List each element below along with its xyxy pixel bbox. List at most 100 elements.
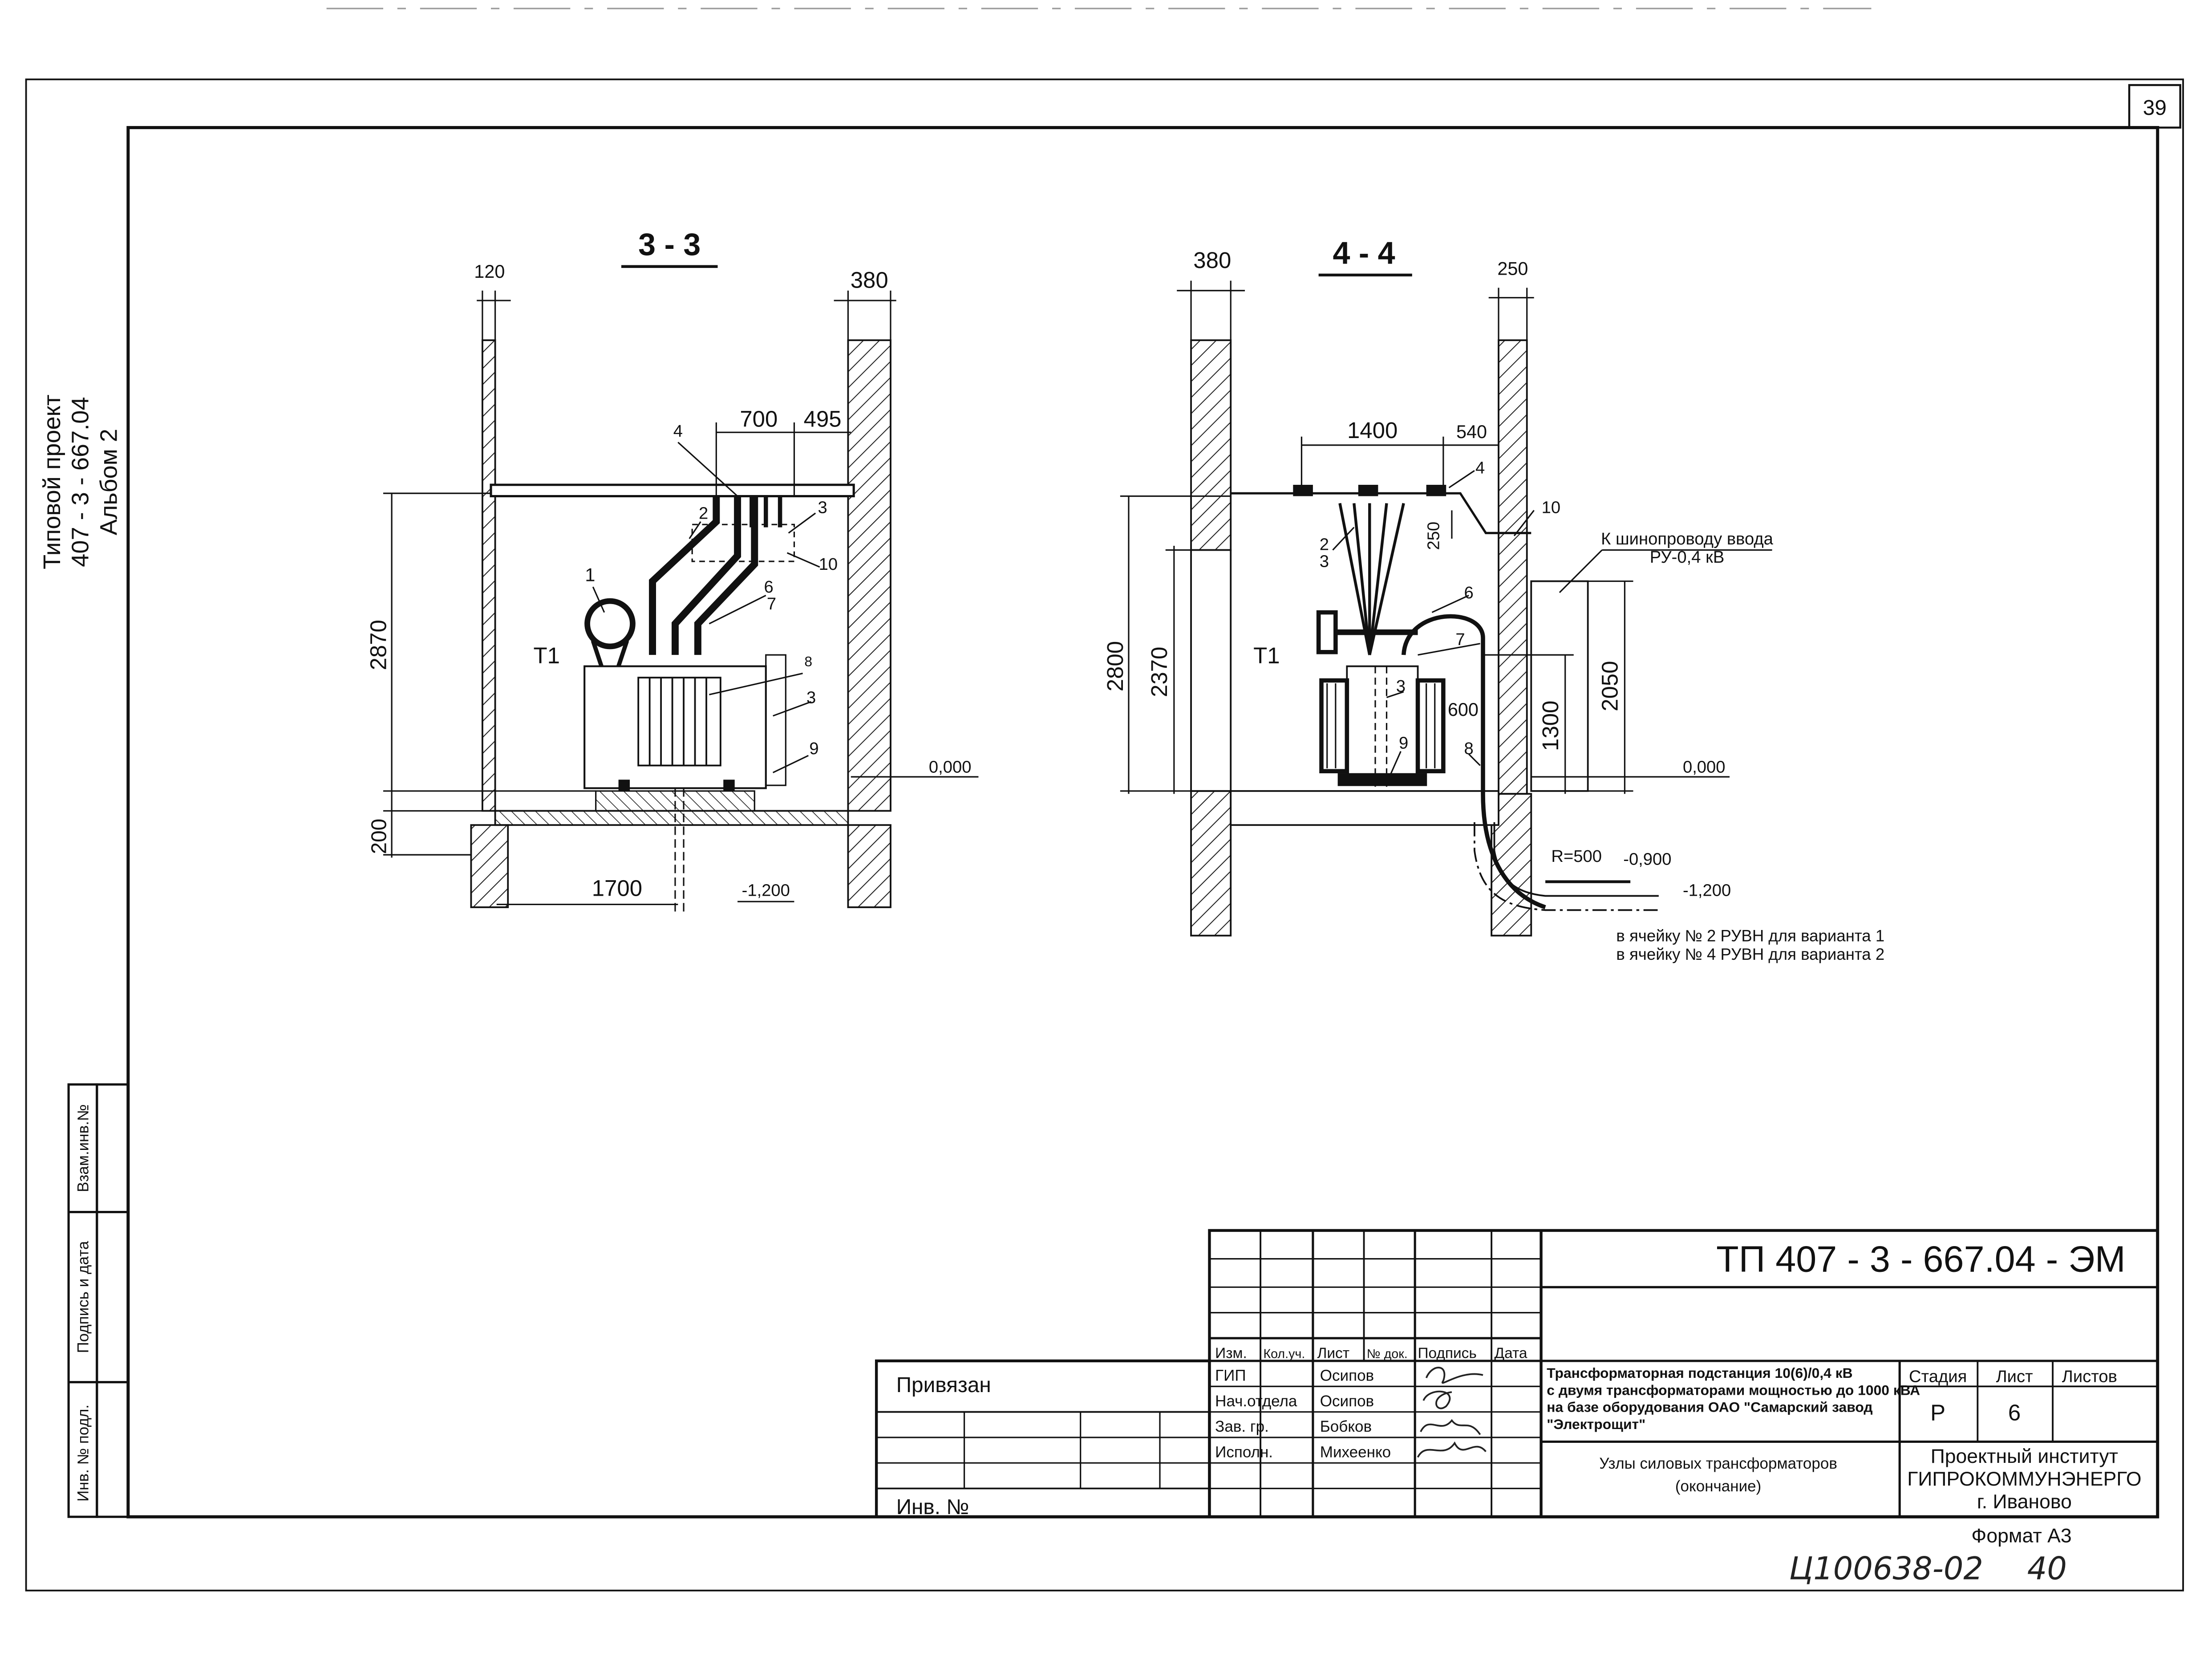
side-col-vzam: Взам.инв.№ <box>75 1104 92 1192</box>
level-minus0900: -0,900 <box>1623 849 1671 869</box>
callout-4: 4 <box>1475 459 1485 478</box>
callout-4: 4 <box>673 422 683 441</box>
signatures <box>1417 1367 1487 1458</box>
side-stamp-line3: Альбом 2 <box>95 429 122 535</box>
transformer-4-4 <box>1316 610 1546 910</box>
stage-label: Стадия <box>1909 1367 1967 1386</box>
sheet-frame <box>25 78 2184 1592</box>
org-line2: ГИПРОКОММУНЭНЕРГО <box>1907 1468 2141 1490</box>
floor-slab <box>494 810 849 826</box>
sheet-title-line2: (окончание) <box>1675 1478 1761 1495</box>
left-wall-opening <box>1190 549 1232 792</box>
dim-380: 380 <box>1193 248 1231 273</box>
callout-3b: 3 <box>1396 677 1406 696</box>
page-number: 39 <box>2143 96 2167 120</box>
dim-250: 250 <box>1424 522 1443 550</box>
callout-2: 2 <box>699 504 708 523</box>
dim-2050: 2050 <box>1597 661 1623 711</box>
listov-label: Листов <box>2062 1367 2117 1386</box>
row4-name: Михеенко <box>1320 1443 1391 1461</box>
side-stamp: Типовой проект 407 - 3 - 667.04 Альбом 2 <box>39 394 122 569</box>
dim-380: 380 <box>851 267 888 292</box>
dim-1400: 1400 <box>1347 418 1398 443</box>
privyazan-label: Привязан <box>896 1373 991 1397</box>
hdr-podpis: Подпись <box>1418 1345 1477 1362</box>
section-4-4: 4 - 4 <box>1102 236 1884 963</box>
inv-no-label: Инв. № <box>896 1495 969 1519</box>
bus-note-line1: К шинопроводу ввода <box>1601 529 1774 548</box>
cell-note-line1: в ячейку № 2 РУВН для варианта 1 <box>1616 926 1884 945</box>
row3-name: Бобков <box>1320 1418 1372 1435</box>
section-4-4-title: 4 - 4 <box>1333 236 1395 270</box>
side-col-podpis: Подпись и дата <box>75 1241 92 1353</box>
callout-10: 10 <box>819 555 838 574</box>
dim-250-top: 250 <box>1497 259 1528 279</box>
hdr-koluch: Кол.уч. <box>1263 1347 1305 1361</box>
project-title-line4: "Электрощит" <box>1547 1416 1645 1432</box>
left-wall <box>482 339 496 812</box>
callout-7: 7 <box>1455 630 1465 649</box>
project-title-line2: с двумя трансформаторами мощностью до 10… <box>1547 1382 1920 1398</box>
section-3-3-title: 3 - 3 <box>638 227 701 262</box>
row3-role: Зав. гр. <box>1215 1418 1269 1435</box>
dim-2800: 2800 <box>1102 641 1128 691</box>
label-t1: T1 <box>534 643 560 668</box>
left-foundation <box>470 824 509 908</box>
callout-9: 9 <box>809 739 818 758</box>
bus-note-line2: РУ-0,4 кВ <box>1650 548 1725 567</box>
ceiling-beam <box>490 483 855 498</box>
dim-1300: 1300 <box>1538 701 1563 751</box>
hdr-data: Дата <box>1494 1345 1527 1362</box>
hdr-izm: Изм. <box>1215 1345 1247 1362</box>
handwritten-number: Ц100638-02 <box>1789 1550 1983 1587</box>
dim-120: 120 <box>474 261 505 282</box>
level-minus1200: -1,200 <box>742 881 790 900</box>
row1-name: Осипов <box>1320 1367 1374 1384</box>
level-minus1200: -1,200 <box>1683 881 1731 900</box>
row1-role: ГИП <box>1215 1367 1246 1384</box>
callout-3a: 3 <box>1320 552 1329 571</box>
callout-8: 8 <box>1464 739 1474 758</box>
side-stamp-line2: 407 - 3 - 667.04 <box>67 397 94 567</box>
org-line1: Проектный институт <box>1931 1446 2118 1467</box>
right-wall <box>1498 339 1528 795</box>
transformer-tank <box>583 665 767 789</box>
format-label: Формат А3 <box>1971 1525 2071 1547</box>
busbars-3-3 <box>735 496 782 528</box>
feet <box>618 780 735 791</box>
project-title-line1: Трансформаторная подстанция 10(6)/0,4 кВ <box>1547 1365 1852 1381</box>
side-col-inv: Инв. № подл. <box>75 1405 92 1502</box>
dim-540: 540 <box>1456 422 1487 442</box>
dim-700: 700 <box>740 406 778 431</box>
cable-fan <box>1338 503 1405 655</box>
dim-200: 200 <box>367 819 391 854</box>
callout-6: 6 <box>764 577 774 597</box>
side-stamp-line1: Типовой проект <box>39 394 65 569</box>
sheet-title-line1: Узлы силовых трансформаторов <box>1599 1455 1837 1472</box>
callout-2: 2 <box>1320 535 1329 554</box>
callout-8: 8 <box>804 654 812 670</box>
dim-1700: 1700 <box>592 875 642 901</box>
dim-2370: 2370 <box>1147 647 1172 697</box>
list-label: Лист <box>1996 1367 2033 1386</box>
side-columns <box>67 1083 130 1518</box>
bus-duct-box <box>1530 580 1589 792</box>
label-t1: T1 <box>1253 643 1280 668</box>
dim-600: 600 <box>1448 699 1479 720</box>
ceiling-4-4 <box>1231 492 1531 534</box>
radius-label: R=500 <box>1551 847 1602 866</box>
title-block <box>875 1229 2159 1519</box>
callout-9: 9 <box>1399 733 1408 752</box>
right-wall <box>847 339 891 812</box>
row2-role: Нач.отдела <box>1215 1393 1297 1410</box>
callout-10: 10 <box>1542 498 1561 517</box>
row2-name: Осипов <box>1320 1393 1374 1410</box>
callout-3a: 3 <box>818 498 827 517</box>
radiator-fins <box>637 677 721 767</box>
hdr-ndok: № док. <box>1367 1347 1408 1361</box>
callout-7: 7 <box>767 594 776 613</box>
project-title-line3: на базе оборудования ОАО "Самарский заво… <box>1547 1399 1872 1415</box>
handwritten-sheet: 40 <box>2027 1550 2067 1587</box>
left-wall-upper <box>1190 339 1232 551</box>
